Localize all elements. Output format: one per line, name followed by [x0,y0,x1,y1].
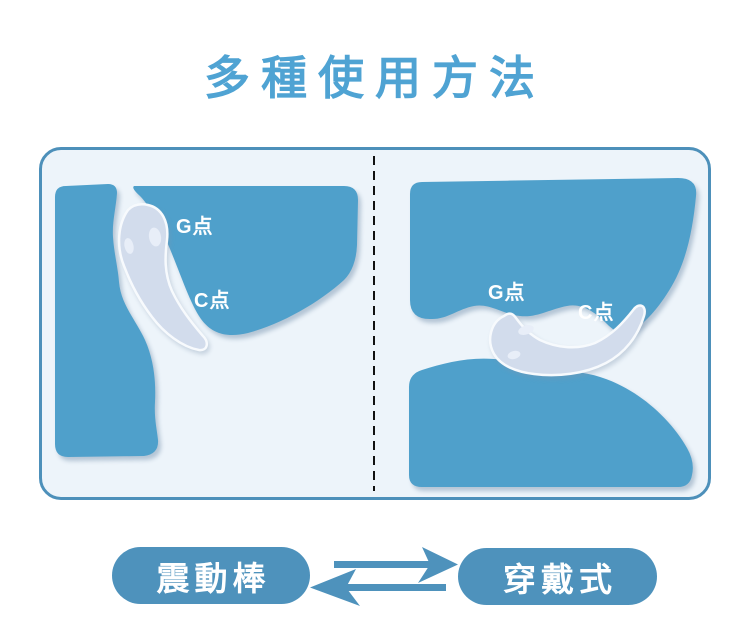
tissue-shape-right-lower [409,358,693,487]
swap-arrows-icon [310,547,458,606]
page-title: 多種使用方法 [204,52,546,104]
device-highlight-spot [148,227,162,247]
left-arrow-shaft [340,584,446,591]
vibrator-mode-button[interactable]: 震動棒 [112,547,310,604]
right-arrow-head [418,547,458,583]
tissue-shape-right-upper [410,178,697,334]
c-spot-label-left: C点 [194,290,231,312]
c-spot-label-right: C点 [578,302,615,324]
tissue-shape-left-front [55,184,159,457]
usage-diagram-panel: G点 C点 G点 C点 [39,147,711,500]
device-highlight-spot [518,325,534,335]
vibrator-device-illustration [117,202,208,352]
device-highlight-spot [507,350,521,360]
right-arrow-shaft [334,561,430,568]
g-spot-label-left: G点 [176,216,214,238]
left-arrow-head [310,569,360,606]
wearable-mode-button[interactable]: 穿戴式 [458,548,657,605]
anatomy-diagram [55,156,697,491]
tissue-shape-left-upper [133,186,358,336]
device-highlight-spot [124,238,134,254]
g-spot-label-right: G点 [488,282,526,304]
